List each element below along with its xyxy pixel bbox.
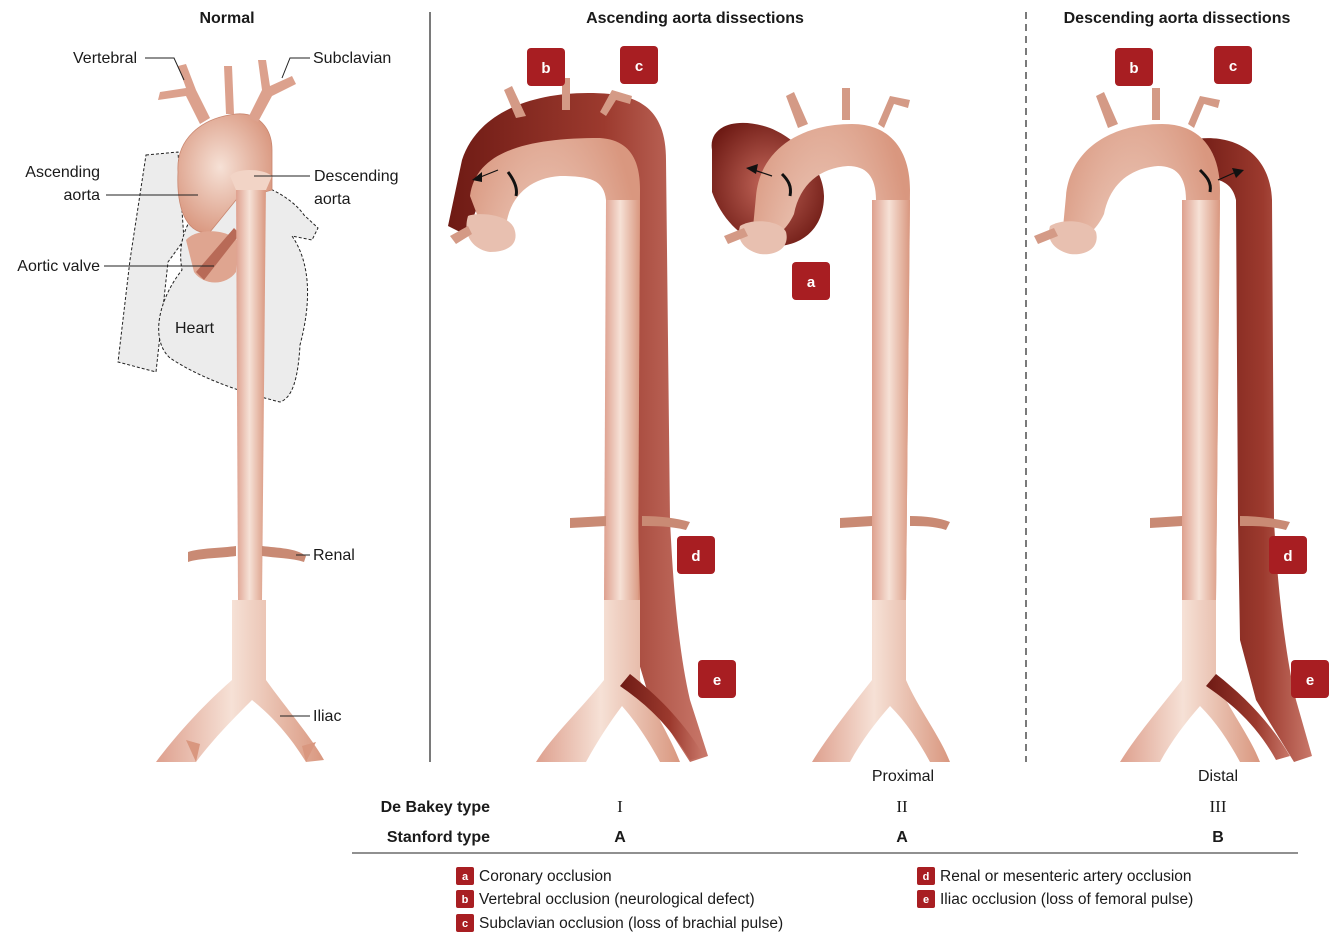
normal-iliac-bifurcation (156, 600, 324, 762)
heading-normal: Normal (199, 10, 254, 27)
svg-text:Renal or mesenteric artery occ: Renal or mesenteric artery occlusion (940, 868, 1192, 885)
normal-branch-carotid (224, 66, 234, 114)
label-renal: Renal (313, 547, 355, 564)
badge-e-type-i: e (698, 660, 736, 698)
svg-text:b: b (541, 60, 550, 77)
label-ascending-aorta-1: Ascending (25, 164, 100, 181)
type-iii-illustration (1034, 88, 1312, 762)
proximal-label: Proximal (872, 768, 934, 785)
svg-text:Iliac occlusion (loss of femor: Iliac occlusion (loss of femoral pulse) (940, 891, 1193, 908)
legend-item-b: b Vertebral occlusion (neurological defe… (456, 890, 755, 908)
svg-text:b: b (1129, 60, 1138, 77)
type-i-illustration (448, 78, 708, 762)
badge-a-type-ii: a (792, 262, 830, 300)
badge-d-type-i: d (677, 536, 715, 574)
svg-text:c: c (635, 58, 643, 75)
distal-label: Distal (1198, 768, 1238, 785)
stanford-row-label: Stanford type (387, 829, 490, 846)
badge-d-type-iii: d (1269, 536, 1307, 574)
label-ascending-aorta-2: aorta (64, 187, 101, 204)
svg-text:Coronary occlusion: Coronary occlusion (479, 868, 612, 885)
svg-text:a: a (807, 274, 816, 291)
svg-text:a: a (462, 871, 469, 883)
label-descending-aorta-1: Descending (314, 168, 399, 185)
legend: a Coronary occlusion b Vertebral occlusi… (456, 867, 1193, 932)
normal-branch-vertebral (158, 64, 210, 124)
badge-c-type-i: c (620, 46, 658, 84)
svg-text:Vertebral occlusion (neurologi: Vertebral occlusion (neurological defect… (479, 891, 755, 908)
label-iliac: Iliac (313, 708, 341, 725)
svg-text:e: e (1306, 672, 1314, 689)
svg-text:Subclavian occlusion (loss of: Subclavian occlusion (loss of brachial p… (479, 915, 783, 932)
debakey-row-label: De Bakey type (381, 799, 490, 816)
stanford-iii: B (1212, 829, 1224, 846)
classification-table: Proximal Distal De Bakey type I II III S… (352, 768, 1298, 853)
label-heart: Heart (175, 320, 215, 337)
normal-aorta-illustration (118, 60, 324, 762)
svg-text:d: d (1283, 548, 1292, 565)
legend-item-a: a Coronary occlusion (456, 867, 612, 885)
badge-e-type-iii: e (1291, 660, 1329, 698)
badge-c-type-iii: c (1214, 46, 1252, 84)
label-subclavian: Subclavian (313, 50, 391, 67)
stanford-ii: A (896, 829, 908, 846)
type-ii-illustration (712, 88, 950, 762)
normal-descending-aorta (236, 180, 266, 600)
badge-b-type-i: b (527, 48, 565, 86)
svg-text:c: c (462, 918, 468, 930)
label-vertebral: Vertebral (73, 50, 137, 67)
label-aortic-valve: Aortic valve (17, 258, 100, 275)
type-i-descending-true (604, 200, 640, 600)
svg-text:e: e (713, 672, 721, 689)
legend-item-d: d Renal or mesenteric artery occlusion (917, 867, 1192, 885)
svg-text:c: c (1229, 58, 1237, 75)
debakey-iii: III (1210, 797, 1227, 816)
svg-text:d: d (691, 548, 700, 565)
svg-text:b: b (462, 894, 469, 906)
badge-b-type-iii: b (1115, 48, 1153, 86)
svg-text:e: e (923, 894, 929, 906)
legend-item-e: e Iliac occlusion (loss of femoral pulse… (917, 890, 1193, 908)
legend-item-c: c Subclavian occlusion (loss of brachial… (456, 914, 783, 932)
debakey-ii: II (896, 797, 908, 816)
svg-text:d: d (923, 871, 930, 883)
debakey-i: I (617, 797, 623, 816)
heading-ascending: Ascending aorta dissections (586, 10, 804, 27)
heading-descending: Descending aorta dissections (1064, 10, 1291, 27)
normal-branch-subclavian (248, 60, 296, 122)
stanford-i: A (614, 829, 626, 846)
label-descending-aorta-2: aorta (314, 191, 351, 208)
